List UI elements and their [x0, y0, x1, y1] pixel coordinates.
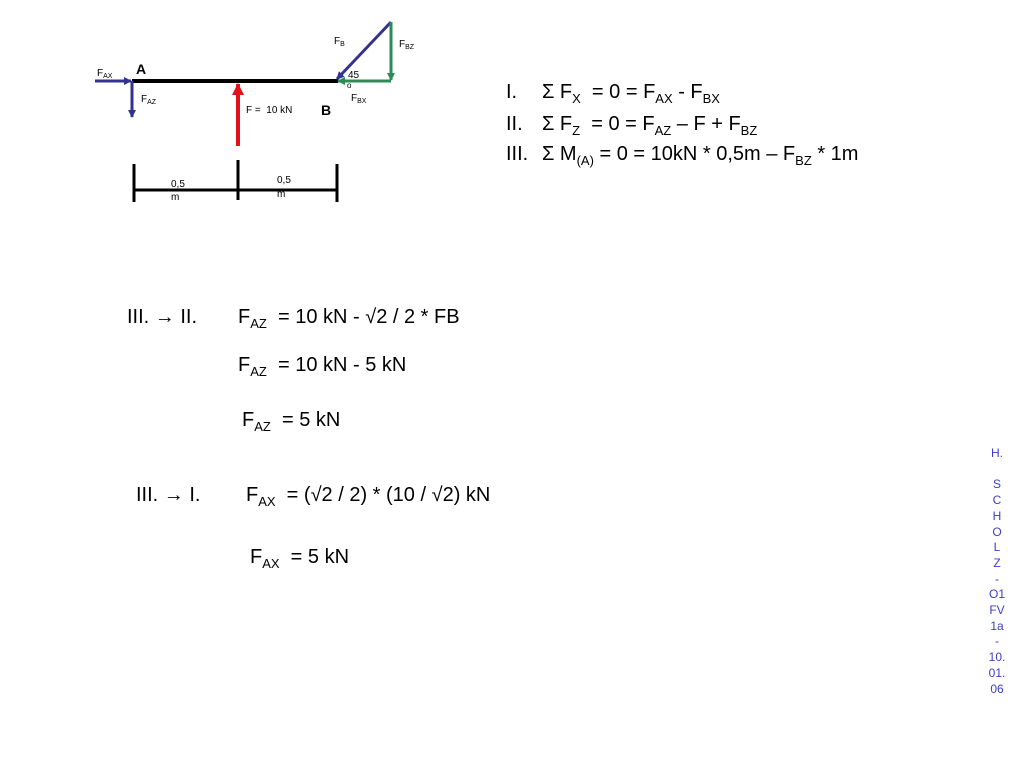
equation-1-number: I. — [506, 81, 518, 103]
footer-line: O — [992, 524, 1002, 539]
subscript: Z — [572, 123, 581, 138]
subscript: AX — [262, 556, 280, 571]
footer-line: Z — [993, 555, 1001, 570]
fb-arrow — [335, 20, 393, 81]
footer-line — [982, 462, 1012, 478]
fbx-label: FBX — [351, 93, 367, 105]
calculation-expression: = 5 kN — [279, 546, 350, 568]
equation-3-part: * 1m — [811, 143, 859, 165]
footer-line: L — [993, 540, 1001, 555]
calculation-expression: = 10 kN - √2 / 2 * FB — [266, 306, 460, 328]
faz-label: FAZ — [141, 94, 157, 106]
subscript: AX — [258, 494, 276, 509]
equation-2-part: – F + F — [671, 113, 741, 135]
calculation-expression: = (√2 / 2) * (10 / √2) kN — [275, 484, 491, 506]
footer-line: O1 — [988, 587, 1005, 602]
subscript: AZ — [250, 364, 267, 379]
equation-3: III. Σ M(A) = 0 = 10kN * 0,5m – FBZ * 1m — [506, 142, 859, 168]
calculation-prefix: III. → I. — [136, 484, 201, 506]
equation-2-part: Σ F — [542, 113, 573, 135]
dimension-1-unit: m — [171, 192, 179, 203]
calculation-4: III. → I. FAX = (√2 / 2) * (10 / √2) kN — [136, 483, 491, 509]
beam-diagram: A B FAX FAZ FB FBZ FBX 45 o F = 10 kN 0,… — [95, 20, 415, 203]
subscript: BZ — [740, 123, 758, 138]
subscript: AZ — [250, 316, 267, 331]
calculation-symbol: F — [250, 546, 263, 568]
calculation-prefix: III. → II. — [127, 306, 198, 328]
footer-line: 10. — [988, 650, 1006, 665]
dimension-2-value: 0,5 — [277, 175, 291, 186]
subscript: AX — [655, 91, 673, 106]
footer-line: H — [992, 508, 1002, 523]
force-value-label: F = 10 kN — [246, 105, 292, 116]
point-a-label: A — [136, 61, 146, 77]
footer-line: S — [992, 477, 1001, 492]
calculation-3: FAZ = 5 kN — [242, 408, 341, 434]
footer-line: - — [995, 634, 999, 649]
angle-degree-label: o — [347, 81, 352, 90]
subscript: BX — [702, 91, 720, 106]
subscript: AZ — [254, 419, 271, 434]
fbz-label: FBZ — [399, 39, 415, 51]
equation-3-part: Σ M — [542, 143, 577, 165]
footer-line: C — [992, 493, 1002, 508]
footer-line: 1a — [990, 618, 1004, 633]
footer-line: - — [995, 571, 999, 586]
calculation-5: FAX = 5 kN — [250, 545, 350, 571]
equation-3-part: = 0 = 10kN * 0,5m – F — [593, 143, 796, 165]
point-b-label: B — [321, 102, 331, 118]
equation-3-number: III. — [506, 143, 529, 165]
calculation-expression: = 5 kN — [270, 409, 341, 431]
dimension-1-value: 0,5 — [171, 179, 185, 190]
footer-line: 01. — [988, 665, 1006, 680]
dimension-2-unit: m — [277, 189, 285, 200]
calculation-symbol: F — [246, 484, 259, 506]
calculation-symbol: F — [242, 409, 255, 431]
equation-1: I. Σ FX = 0 = FAX - FBX — [506, 80, 720, 106]
equation-1-part: Σ F — [542, 81, 573, 103]
angle-label: 45 — [348, 70, 360, 81]
calculation-symbol: F — [238, 306, 251, 328]
fb-label: FB — [334, 36, 345, 48]
footer-line: 06 — [990, 681, 1004, 696]
subscript: AZ — [654, 123, 672, 138]
footer-line: FV — [989, 603, 1005, 618]
calculation-1: III. → II. FAZ = 10 kN - √2 / 2 * FB — [127, 305, 460, 331]
equation-1-part: - F — [672, 81, 703, 103]
equation-2: II. Σ FZ = 0 = FAZ – F + FBZ — [506, 112, 758, 138]
fax-label: FAX — [97, 68, 113, 80]
subscript: X — [572, 91, 581, 106]
equation-1-part: = 0 = F — [580, 81, 656, 103]
subscript: (A) — [576, 153, 594, 168]
footer-line: H. — [991, 446, 1003, 460]
subscript: BZ — [795, 153, 812, 168]
calculation-2: FAZ = 10 kN - 5 kN — [238, 353, 407, 379]
equation-2-number: II. — [506, 113, 523, 135]
equation-2-part: = 0 = F — [580, 113, 655, 135]
calculation-expression: = 10 kN - 5 kN — [266, 354, 407, 376]
calculation-symbol: F — [238, 354, 251, 376]
